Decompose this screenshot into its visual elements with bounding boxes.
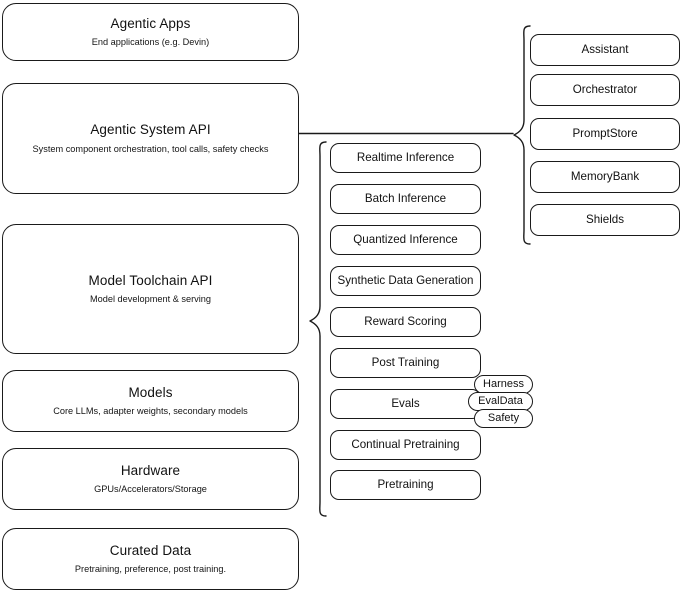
toolchain-item-batch-inference[interactable]: Batch Inference <box>330 184 481 214</box>
toolchain-item-label: Pretraining <box>377 478 434 492</box>
eval-badge-label: Harness <box>483 378 524 390</box>
stack-layer-subtitle: Pretraining, preference, post training. <box>74 564 227 575</box>
agentic-component-promptstore[interactable]: PromptStore <box>530 118 680 150</box>
agentic-component-assistant[interactable]: Assistant <box>530 34 680 66</box>
toolchain-item-label: Realtime Inference <box>356 151 455 165</box>
toolchain-item-label: Reward Scoring <box>364 315 447 329</box>
stack-layer-agentic-system-api[interactable]: Agentic System API System component orch… <box>2 83 299 194</box>
stack-layer-hardware[interactable]: Hardware GPUs/Accelerators/Storage <box>2 448 299 510</box>
agentic-component-label: Assistant <box>581 43 629 57</box>
agentic-component-memorybank[interactable]: MemoryBank <box>530 161 680 193</box>
agentic-component-shields[interactable]: Shields <box>530 204 680 236</box>
stack-layer-title: Hardware <box>120 462 181 478</box>
toolchain-item-pretraining[interactable]: Pretraining <box>330 470 481 500</box>
toolchain-items-brace <box>300 140 330 522</box>
agentic-component-label: PromptStore <box>572 127 638 141</box>
toolchain-item-label: Quantized Inference <box>353 233 458 247</box>
stack-layer-title: Curated Data <box>109 542 192 558</box>
stack-layer-title: Agentic System API <box>90 122 211 138</box>
toolchain-item-quantized-inference[interactable]: Quantized Inference <box>330 225 481 255</box>
agentic-component-label: Shields <box>585 213 625 227</box>
stack-layer-title: Agentic Apps <box>110 15 191 31</box>
toolchain-item-reward-scoring[interactable]: Reward Scoring <box>330 307 481 337</box>
agentic-component-label: MemoryBank <box>570 170 640 184</box>
stack-layer-models[interactable]: Models Core LLMs, adapter weights, secon… <box>2 370 299 432</box>
stack-layer-model-toolchain-api[interactable]: Model Toolchain API Model development & … <box>2 224 299 354</box>
agentic-system-to-components-connector <box>298 126 515 142</box>
eval-badge-evaldata[interactable]: EvalData <box>468 392 533 411</box>
toolchain-item-post-training[interactable]: Post Training <box>330 348 481 378</box>
stack-layer-title: Models <box>128 384 173 400</box>
stack-layer-subtitle: GPUs/Accelerators/Storage <box>94 484 207 495</box>
toolchain-item-label: Post Training <box>371 356 440 370</box>
toolchain-item-realtime-inference[interactable]: Realtime Inference <box>330 143 481 173</box>
toolchain-item-label: Synthetic Data Generation <box>337 274 474 288</box>
toolchain-item-continual-pretraining[interactable]: Continual Pretraining <box>330 430 481 460</box>
stack-layer-curated-data[interactable]: Curated Data Pretraining, preference, po… <box>2 528 299 590</box>
toolchain-item-evals[interactable]: Evals <box>330 389 481 419</box>
stack-layer-subtitle: Model development & serving <box>89 294 212 305</box>
eval-badge-label: EvalData <box>478 395 523 407</box>
toolchain-item-label: Batch Inference <box>364 192 447 206</box>
stack-layer-subtitle: System component orchestration, tool cal… <box>32 143 269 154</box>
stack-layer-subtitle: End applications (e.g. Devin) <box>91 37 210 48</box>
eval-badge-safety[interactable]: Safety <box>474 409 533 428</box>
agentic-component-label: Orchestrator <box>572 83 638 97</box>
stack-layer-subtitle: Core LLMs, adapter weights, secondary mo… <box>53 406 248 417</box>
toolchain-item-synthetic-data-generation[interactable]: Synthetic Data Generation <box>330 266 481 296</box>
eval-badge-label: Safety <box>487 412 520 424</box>
toolchain-item-label: Evals <box>391 397 420 411</box>
agentic-component-orchestrator[interactable]: Orchestrator <box>530 74 680 106</box>
stack-layer-agentic-apps[interactable]: Agentic Apps End applications (e.g. Devi… <box>2 3 299 61</box>
toolchain-item-label: Continual Pretraining <box>351 438 460 452</box>
stack-layer-title: Model Toolchain API <box>88 272 213 288</box>
